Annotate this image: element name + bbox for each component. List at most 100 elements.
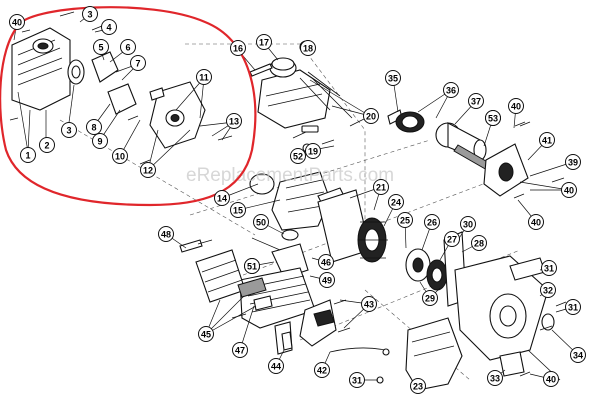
callout-circle	[543, 371, 559, 387]
callout-circle	[528, 214, 544, 230]
callout-44: 44	[268, 358, 284, 374]
callout-21: 21	[373, 179, 389, 195]
callout-number: 19	[308, 147, 318, 157]
callout-number: 31	[352, 376, 362, 386]
callout-31: 31	[541, 260, 557, 276]
callout-circle	[214, 190, 230, 206]
callout-circle	[92, 133, 108, 149]
callout-number: 36	[446, 86, 456, 96]
watermark-text: eReplacementParts.com	[186, 165, 394, 186]
callout-number: 23	[413, 382, 423, 392]
callout-50: 50	[253, 214, 269, 230]
callout-circle	[318, 254, 334, 270]
callout-circle	[244, 258, 260, 274]
callout-number: 14	[217, 194, 227, 204]
callout-circle	[319, 272, 335, 288]
callout-number: 12	[143, 166, 153, 176]
callout-circle	[120, 39, 136, 55]
callout-2: 2	[39, 137, 55, 153]
callout-circle	[561, 182, 577, 198]
callout-circle	[444, 231, 460, 247]
callout-19: 19	[305, 143, 321, 159]
callout-20: 20	[363, 108, 379, 124]
callout-number: 2	[44, 141, 49, 151]
callout-37: 37	[468, 93, 484, 109]
callout-52: 52	[290, 148, 306, 164]
callout-circle	[39, 137, 55, 153]
callout-number: 37	[471, 97, 481, 107]
callout-circle	[363, 108, 379, 124]
callout-circle	[140, 162, 156, 178]
callout-circle	[290, 148, 306, 164]
screws	[9, 11, 567, 381]
callout-circle	[388, 194, 404, 210]
highlight-circle	[0, 6, 257, 207]
callout-number: 28	[474, 239, 484, 249]
callout-53: 53	[485, 110, 501, 126]
callout-40: 40	[528, 214, 544, 230]
callout-circle	[198, 326, 214, 342]
callout-47: 47	[232, 342, 248, 358]
callout-49: 49	[319, 272, 335, 288]
callout-circle	[460, 216, 476, 232]
callout-3: 3	[61, 122, 77, 138]
callout-4: 4	[101, 19, 117, 35]
callout-number: 40	[564, 186, 574, 196]
callout-number: 47	[235, 346, 245, 356]
callout-26: 26	[424, 214, 440, 230]
callout-7: 7	[130, 55, 146, 71]
callout-circle	[130, 55, 146, 71]
callout-28: 28	[471, 235, 487, 251]
callout-circle	[485, 110, 501, 126]
callout-circle	[232, 342, 248, 358]
callout-number: 15	[233, 206, 243, 216]
flywheel-starter-assembly	[317, 189, 555, 361]
callout-number: 40	[12, 18, 22, 28]
callout-number: 3	[66, 126, 71, 136]
callout-circle	[468, 93, 484, 109]
callout-circle	[93, 39, 109, 55]
callout-number: 29	[425, 294, 435, 304]
callout-25: 25	[397, 212, 413, 228]
callout-number: 35	[388, 74, 398, 84]
callout-15: 15	[230, 202, 246, 218]
callout-35: 35	[385, 70, 401, 86]
callout-circle	[101, 19, 117, 35]
callout-number: 32	[543, 286, 553, 296]
callout-number: 11	[199, 73, 209, 83]
callout-number: 16	[233, 44, 243, 54]
callout-circle	[487, 370, 503, 386]
callout-number: 25	[400, 216, 410, 226]
callout-circle	[349, 372, 365, 388]
callout-labels: 1233456789101112131415161718192021222324…	[9, 6, 586, 394]
callout-number: 5	[98, 43, 103, 53]
callout-45: 45	[198, 326, 214, 342]
callout-number: 44	[271, 362, 281, 372]
callout-number: 18	[303, 44, 313, 54]
clutch-drum-assembly	[387, 109, 529, 197]
callout-number: 41	[542, 136, 552, 146]
callout-number: 31	[544, 264, 554, 274]
callout-number: 40	[531, 218, 541, 228]
callout-circle	[471, 235, 487, 251]
callout-29: 29	[422, 290, 438, 306]
callout-34: 34	[570, 347, 586, 363]
callout-circle	[385, 70, 401, 86]
callout-number: 4	[106, 23, 111, 33]
callout-23: 23	[410, 378, 426, 394]
callout-13: 13	[226, 113, 242, 129]
callout-circle	[9, 14, 25, 30]
callout-circle	[256, 34, 272, 50]
engine-cylinder-assembly	[179, 229, 337, 355]
callout-circle	[86, 119, 102, 135]
callout-circle	[300, 40, 316, 56]
callout-number: 42	[317, 366, 327, 376]
callout-number: 6	[125, 43, 130, 53]
callout-40: 40	[508, 98, 524, 114]
callout-circle	[314, 362, 330, 378]
callout-51: 51	[244, 258, 260, 274]
callout-circle	[230, 202, 246, 218]
callout-circle	[539, 132, 555, 148]
callout-number: 34	[573, 351, 583, 361]
callout-circle	[565, 154, 581, 170]
